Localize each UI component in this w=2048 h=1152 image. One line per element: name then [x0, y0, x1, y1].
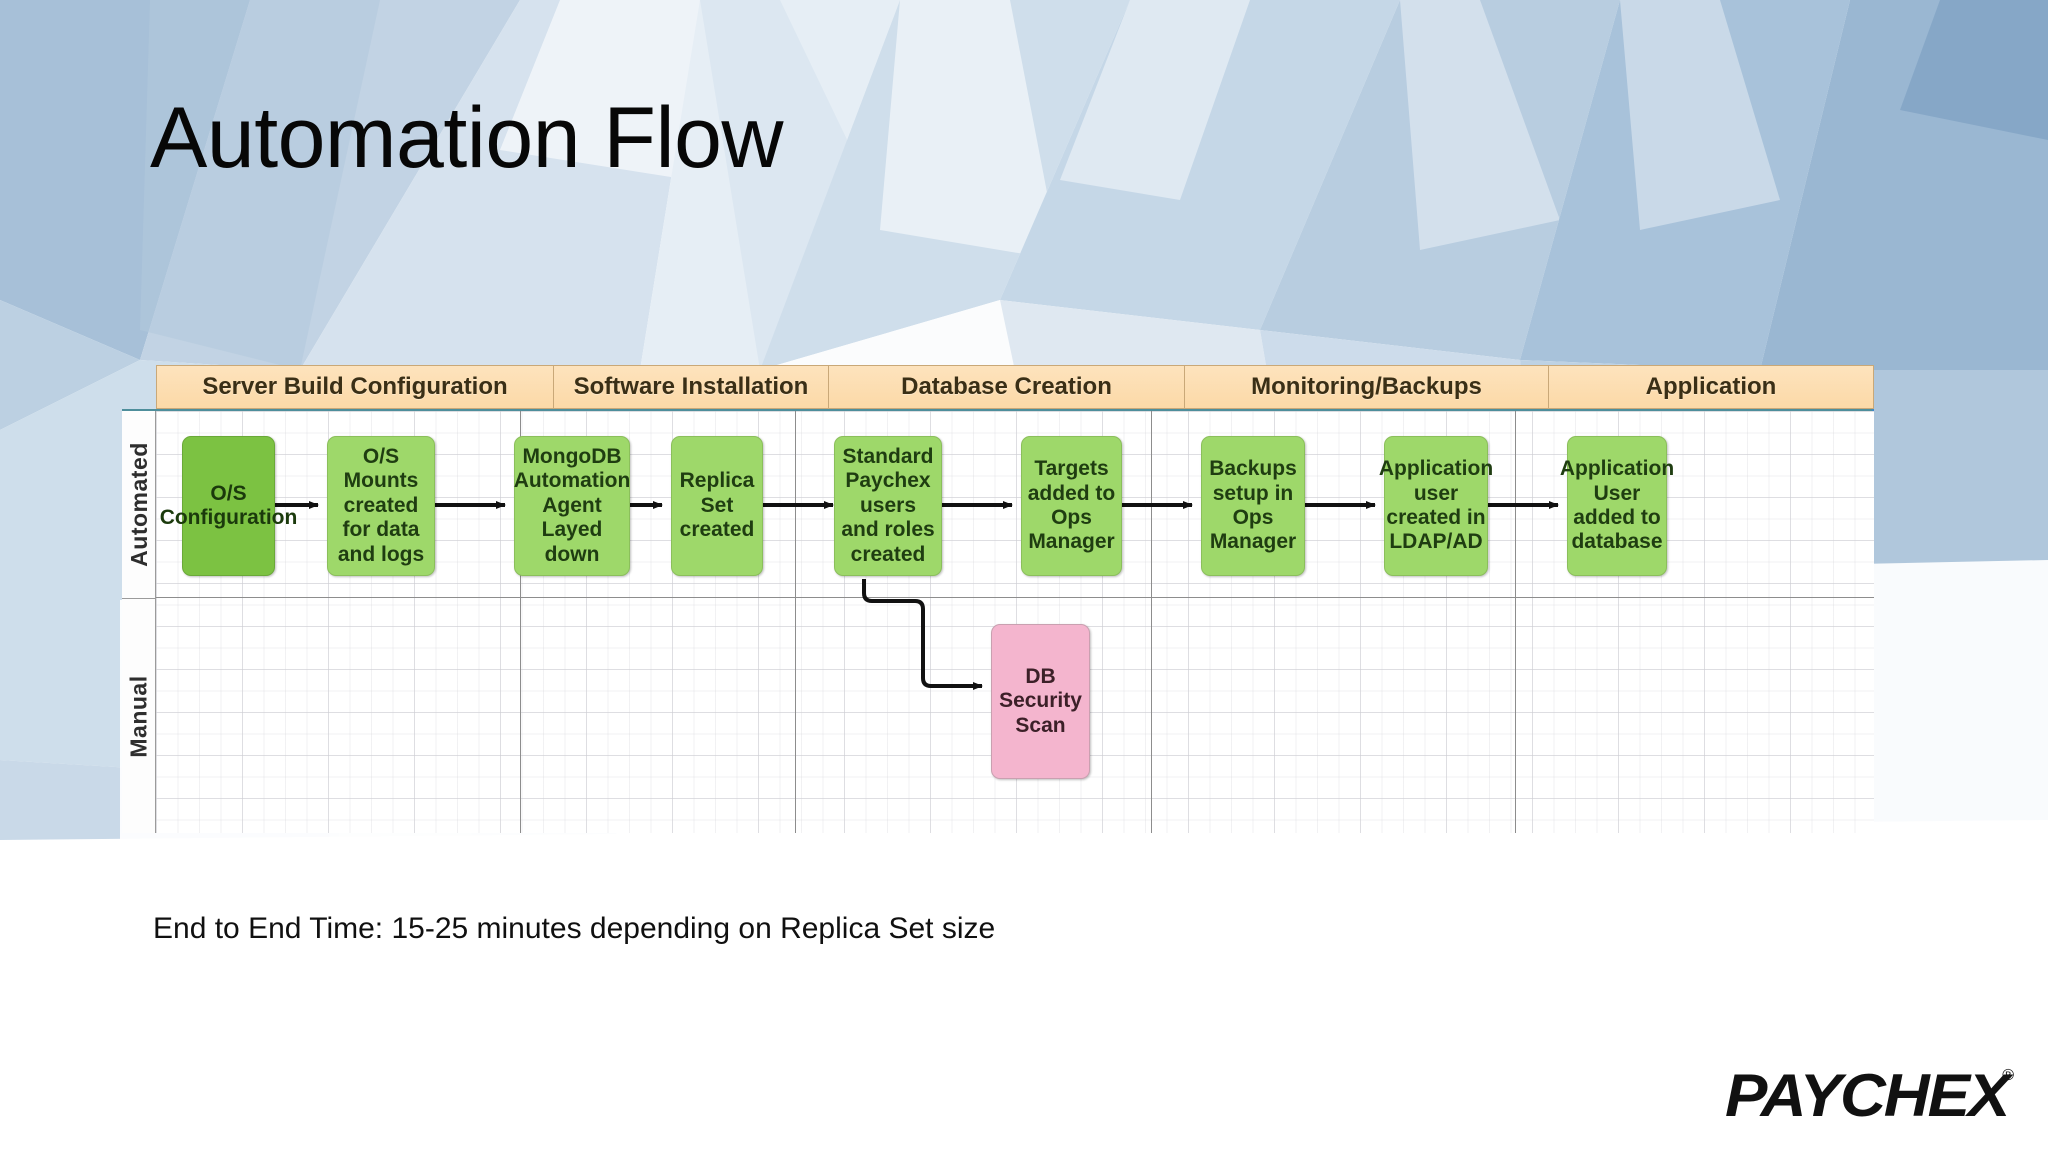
lane-label-automated: Automated [122, 411, 156, 597]
column-header-application: Application [1549, 365, 1874, 409]
node-targets-added-ops-manager[interactable]: Targets added to Ops Manager [1021, 436, 1122, 576]
node-label: MongoDB Automation Agent Layed down [513, 445, 631, 566]
node-application-user-added-database[interactable]: Application User added to database [1560, 436, 1674, 576]
node-label: O/S Configuration [159, 481, 298, 529]
column-separator-3 [1151, 411, 1152, 833]
node-label: Application User added to database [1559, 457, 1675, 554]
registered-trademark-icon: ® [2002, 1067, 2014, 1084]
node-label: Standard Paychex users and roles created [841, 445, 935, 566]
column-separator-4 [1515, 411, 1516, 833]
node-application-user-ldap-ad[interactable]: Application user created in LDAP/AD [1379, 436, 1493, 576]
node-os-config[interactable]: O/S Configuration [160, 436, 297, 576]
lane-label-text: Automated [125, 441, 152, 567]
column-header-server-build-configuration: Server Build Configuration [156, 365, 554, 409]
node-mongodb-automation-agent[interactable]: MongoDB Automation Agent Layed down [514, 436, 630, 576]
node-os-mounts[interactable]: O/S Mounts created for data and logs [327, 436, 435, 576]
swimlane-body: Automated Manual [122, 411, 1874, 833]
column-header-software-installation: Software Installation [554, 365, 829, 409]
column-header-label: Server Build Configuration [202, 373, 508, 400]
node-replica-set-created[interactable]: Replica Set created [671, 436, 763, 576]
node-label: DB Security Scan [999, 664, 1082, 737]
node-backups-setup-ops-manager[interactable]: Backups setup in Ops Manager [1201, 436, 1305, 576]
column-header-database-creation: Database Creation [829, 365, 1185, 409]
paychex-logo: PAYCHEX ® [1725, 1061, 2014, 1130]
node-label: O/S Mounts created for data and logs [337, 445, 425, 566]
column-separator-2 [795, 411, 796, 833]
column-header-label: Monitoring/Backups [1251, 373, 1482, 400]
page-title: Automation Flow [150, 90, 784, 186]
column-header-label: Database Creation [901, 373, 1112, 400]
lane-label-text: Manual [125, 675, 152, 758]
node-standard-paychex-users-roles[interactable]: Standard Paychex users and roles created [834, 436, 942, 576]
automation-flow-swimlane-diagram: Server Build Configuration Software Inst… [122, 365, 1874, 833]
lane-separator [156, 597, 1874, 598]
node-label: Backups setup in Ops Manager [1209, 457, 1297, 554]
lane-label-manual: Manual [122, 598, 156, 834]
column-header-label: Application [1645, 373, 1777, 400]
node-db-security-scan[interactable]: DB Security Scan [991, 624, 1090, 779]
node-label: Application user created in LDAP/AD [1378, 457, 1494, 554]
paychex-logo-wordmark: PAYCHEX [1725, 1062, 2010, 1129]
column-separator-1 [520, 411, 521, 833]
node-label: Replica Set created [679, 469, 755, 542]
end-to-end-time-note: End to End Time: 15-25 minutes depending… [153, 912, 996, 945]
node-label: Targets added to Ops Manager [1027, 457, 1116, 554]
swimlane-column-header-row: Server Build Configuration Software Inst… [156, 365, 1874, 409]
diagram-top-boundary [122, 409, 1874, 412]
lane-label-column: Automated Manual [122, 411, 156, 833]
column-header-label: Software Installation [573, 373, 809, 400]
column-header-monitoring-backups: Monitoring/Backups [1185, 365, 1549, 409]
